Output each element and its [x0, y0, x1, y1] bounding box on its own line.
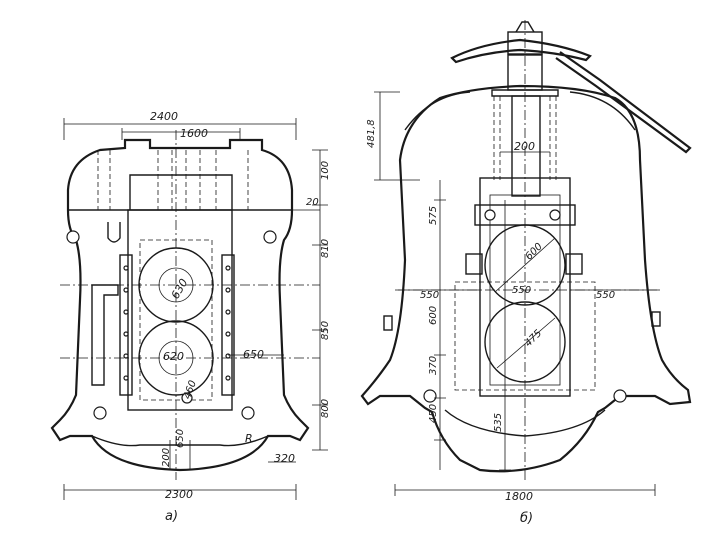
dim-600-h: 600 — [428, 306, 439, 325]
right-chock-bolt-l — [484, 209, 496, 221]
dim-450: 450 — [428, 404, 439, 423]
right-chock-bolt-r — [549, 209, 561, 221]
right-screw-columns — [493, 96, 557, 180]
dim-620: 620 — [163, 350, 184, 363]
dim-200: 200 — [161, 448, 172, 467]
dim-460: 460 — [182, 379, 199, 401]
dim-550-center: 550 — [512, 285, 531, 296]
left-centerline-h — [60, 284, 320, 359]
dim-20: 20 — [306, 197, 319, 208]
right-bump-left — [383, 315, 393, 331]
left-view: 2400 1600 2300 630 620 460 650 650 200 3… — [50, 110, 331, 524]
dim-650-v: 650 — [175, 429, 186, 448]
dim-575: 575 — [428, 206, 439, 225]
dim-320: 320 — [274, 452, 295, 465]
dim-850: 850 — [320, 321, 331, 340]
left-housing-outline — [50, 138, 310, 472]
left-upper-columns — [97, 150, 249, 210]
dim-800: 800 — [320, 399, 331, 418]
left-base-arch — [91, 435, 269, 447]
left-bolt-hole-bc — [181, 392, 193, 404]
left-l-block — [91, 284, 119, 386]
caption-b: б) — [520, 511, 533, 526]
left-rivets — [123, 265, 231, 381]
left-bolt-hole-bl — [93, 406, 107, 420]
dim-2400: 2400 — [150, 110, 178, 123]
dim-1800: 1800 — [505, 490, 533, 503]
right-bracket-left — [465, 253, 483, 275]
dim-2300: 2300 — [165, 488, 193, 501]
left-bolt-hole-tl — [66, 230, 80, 244]
right-bolt-hole-l — [423, 389, 437, 403]
dim-481-8: 481,8 — [366, 119, 377, 148]
right-handwheel-hub — [507, 31, 543, 55]
right-lever — [555, 51, 692, 154]
left-dim-lines — [63, 118, 328, 500]
dim-100: 100 — [320, 161, 331, 180]
left-bolt-hole-tr — [263, 230, 277, 244]
right-dim-lines — [374, 91, 660, 496]
left-slot-right — [221, 254, 235, 396]
left-bolt-hole-br — [241, 406, 255, 420]
right-housing-outline — [360, 84, 692, 473]
right-view: 481,8 200 575 600 550 550 550 600 475 37… — [360, 20, 692, 526]
right-bolt-hole-r — [613, 389, 627, 403]
right-shaft — [507, 54, 543, 91]
dim-1600: 1600 — [180, 127, 208, 140]
right-lower-chock — [454, 281, 596, 391]
dim-550-right: 550 — [596, 290, 615, 301]
left-upper-frame — [129, 174, 233, 210]
dim-200-shaft: 200 — [514, 140, 535, 153]
right-roll-diameter-475 — [496, 317, 556, 369]
dim-550-left: 550 — [420, 290, 439, 301]
right-roll-diameter-600 — [494, 237, 556, 293]
dim-810: 810 — [320, 239, 331, 258]
marker-r: R — [245, 432, 253, 445]
dim-370: 370 — [428, 356, 439, 375]
right-shaft-lower — [511, 95, 541, 197]
right-bump-right — [651, 311, 661, 327]
caption-a: а) — [165, 509, 178, 524]
left-window — [127, 209, 233, 411]
right-bracket-right — [565, 253, 583, 275]
dim-650-h: 650 — [243, 348, 264, 361]
dim-535: 535 — [493, 413, 504, 432]
dim-600-roll: 600 — [524, 241, 545, 262]
left-u-hook — [107, 222, 121, 243]
dim-475-roll: 475 — [523, 328, 544, 349]
right-top-rim — [404, 91, 636, 131]
left-slot-left — [119, 254, 133, 396]
right-handwheel — [450, 38, 592, 64]
